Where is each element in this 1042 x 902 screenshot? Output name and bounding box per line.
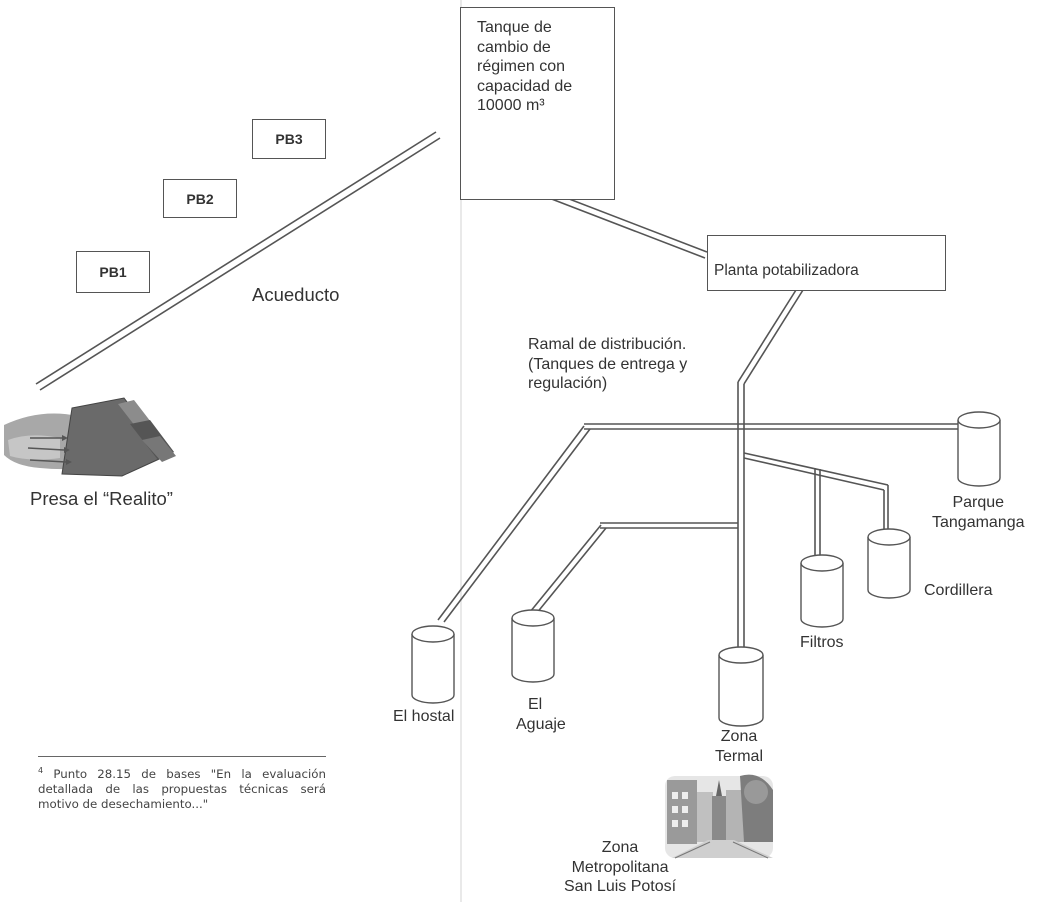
tank-filtros	[800, 554, 844, 628]
tank-label-line-1: Tanque de	[477, 19, 552, 36]
metro-label-line-2: Metropolitana	[571, 858, 669, 876]
tank-label-line-2: cambio de	[477, 38, 551, 56]
metropolitan-zone-label: Zona Metropolitana San Luis Potosí	[564, 838, 676, 897]
filtros-label: Filtros	[800, 634, 844, 651]
treatment-plant-label: Planta potabilizadora	[714, 262, 859, 279]
parque-label-line-1: Parque	[952, 494, 1005, 511]
tank-zona-termal	[718, 646, 764, 727]
tank-to-plant-pipe	[548, 191, 708, 259]
el-aguaje-label-line-2: Aguaje	[516, 715, 566, 733]
el-aguaje-label: El Aguaje	[516, 695, 566, 734]
parque-tangamanga-label: Parque Tangamanga	[932, 493, 1025, 532]
aqueduct-line	[35, 131, 441, 391]
aqueduct-label: Acueducto	[252, 284, 340, 305]
tank-label-line-4: capacidad de	[477, 77, 573, 95]
upper-branch-pipe	[437, 423, 960, 623]
el-aguaje-label-line-1: El	[528, 696, 543, 713]
tank-el-hostal	[411, 625, 455, 704]
treatment-plant-box: Planta potabilizadora	[707, 235, 946, 291]
branch-label-line-3: regulación)	[528, 375, 608, 393]
dam-illustration	[4, 397, 176, 477]
tank-label-line-3: régimen con	[477, 58, 566, 76]
station-pb1: PB1	[76, 251, 150, 293]
regime-change-tank-box: Tanque de cambio de régimen con capacida…	[460, 7, 615, 200]
metro-label-line-1: Zona	[601, 839, 639, 856]
branch-label-line-1: Ramal de distribución.	[528, 336, 687, 353]
zona-termal-label: Zona Termal	[715, 727, 763, 766]
distribution-trunk	[737, 382, 745, 650]
footnote-rule	[38, 756, 326, 757]
footnote: 4 Punto 28.15 de bases "En la evaluación…	[38, 766, 326, 812]
right-branch-pipe	[743, 452, 889, 558]
parque-label-line-2: Tangamanga	[932, 513, 1025, 531]
station-pb2: PB2	[163, 179, 237, 218]
distribution-branch-label: Ramal de distribución. (Tanques de entre…	[528, 335, 687, 394]
cordillera-label: Cordillera	[924, 582, 993, 599]
tank-parque-tangamanga	[957, 411, 1001, 487]
tank-el-aguaje	[511, 609, 555, 683]
metro-label-line-3: San Luis Potosí	[564, 878, 677, 896]
zona-termal-label-line-2: Termal	[715, 747, 764, 765]
city-illustration	[665, 774, 773, 859]
branch-label-line-2: (Tanques de entrega y	[528, 355, 688, 373]
tank-cordillera	[867, 528, 911, 599]
plant-to-trunk-pipe	[737, 289, 804, 385]
el-hostal-label: El hostal	[393, 708, 455, 725]
tank-label-line-5: 10000 m³	[477, 97, 545, 115]
footnote-number: 4	[38, 766, 44, 775]
footnote-text: Punto 28.15 de bases "En la evaluación d…	[38, 766, 326, 812]
dam-label: Presa el “Realito”	[30, 488, 173, 509]
station-pb3: PB3	[252, 119, 326, 159]
aguaje-branch-pipe	[529, 522, 738, 615]
zona-termal-label-line-1: Zona	[720, 728, 758, 745]
